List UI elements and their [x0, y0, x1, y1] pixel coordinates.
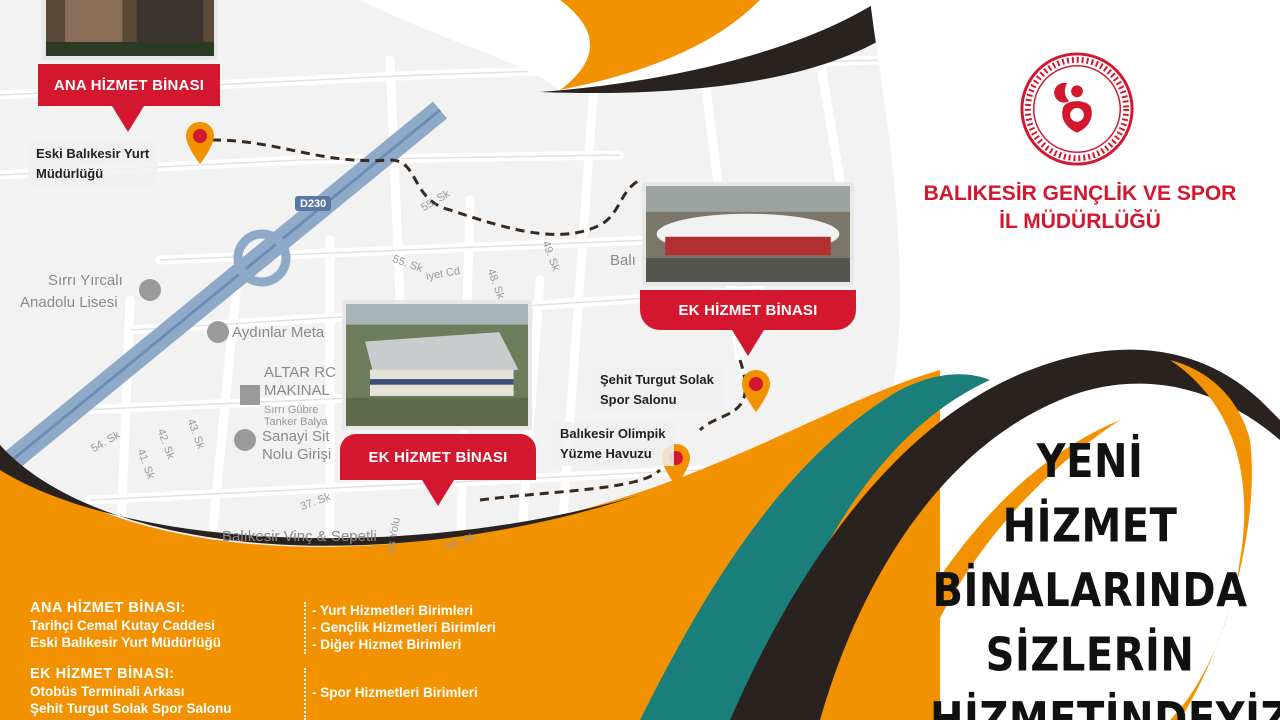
- map-place-label: ALTAR RC: [264, 364, 336, 381]
- map-place-label: Sanayi Sit: [262, 428, 330, 445]
- info-ana-hizmet: ANA HİZMET BİNASI: Tarihçi Cemal Kutay C…: [30, 600, 221, 651]
- info-divider: [304, 668, 306, 720]
- info-ana-address: Eski Balıkesir Yurt Müdürlüğü: [30, 635, 222, 650]
- info-ek-units: - Spor Hizmetleri Birimleri: [312, 684, 478, 701]
- map-place-label: Sırrı Gübre: [264, 404, 319, 416]
- map-place-label: Tanker Balya: [264, 416, 328, 428]
- location-label-line: Eski Balıkesir Yurt: [36, 146, 150, 161]
- headline-line: HİZMET: [1002, 500, 1178, 554]
- map-place-label: Balı: [610, 252, 636, 269]
- callout-ana-hizmet: ANA HİZMET BİNASI: [38, 64, 220, 106]
- location-label-line: Şehit Turgut Solak: [600, 372, 714, 387]
- organization-name-line: İL MÜDÜRLÜĞÜ: [999, 210, 1161, 233]
- callout-tail-ek-right: [732, 330, 764, 356]
- callout-tail-ana: [112, 106, 144, 132]
- info-ana-address: Tarihçi Cemal Kutay Caddesi: [30, 618, 216, 633]
- map-place-label: Nolu Girişi: [262, 446, 332, 463]
- map-place-label: MAKINAL: [264, 382, 330, 399]
- location-label-line: Balıkesir Olimpik: [560, 426, 666, 441]
- info-unit: - Yurt Hizmetleri Birimleri: [312, 603, 474, 618]
- location-label-line: Spor Salonu: [600, 392, 677, 407]
- info-ek-address: Şehit Turgut Solak Spor Salonu: [30, 701, 232, 716]
- info-ek-title: EK HİZMET BİNASI:: [30, 666, 175, 682]
- location-label-yurt: Eski Balıkesir Yurt Müdürlüğü: [28, 142, 158, 186]
- info-ana-units: - Yurt Hizmetleri Birimleri - Gençlik Hi…: [312, 602, 496, 653]
- info-unit: - Spor Hizmetleri Birimleri: [312, 685, 478, 700]
- map-place-label: Aydınlar Meta: [232, 324, 325, 341]
- headline-line: BİNALARINDA: [932, 564, 1248, 618]
- location-label-salon: Şehit Turgut Solak Spor Salonu: [592, 368, 722, 412]
- callout-ek-hizmet-center: EK HİZMET BİNASI: [340, 434, 536, 480]
- photo-ek-hizmet-right: [642, 182, 854, 286]
- info-unit: - Gençlik Hizmetleri Birimleri: [312, 620, 496, 635]
- map-place-label: Balıkesir Vinç & Sepetli: [222, 528, 377, 545]
- location-label-line: Yüzme Havuzu: [560, 446, 652, 461]
- map-pin-icon: [186, 122, 214, 164]
- callout-ek-hizmet-right: EK HİZMET BİNASI: [640, 290, 856, 330]
- location-label-havuz: Balıkesir Olimpik Yüzme Havuzu: [552, 422, 674, 466]
- headline-line: HİZMETİNDEYİZ: [930, 693, 1280, 720]
- callout-tail-ek-center: [422, 480, 454, 506]
- map-pin-icon: [742, 370, 770, 412]
- info-divider: [304, 602, 306, 654]
- map-place-label: Sırrı Yırcalı: [48, 272, 123, 289]
- info-ek-address: Otobüs Terminali Arkası: [30, 684, 185, 699]
- info-unit: - Diğer Hizmet Birimleri: [312, 637, 462, 652]
- info-ek-hizmet: EK HİZMET BİNASI: Otobüs Terminali Arkas…: [30, 666, 232, 717]
- organization-name-line: BALIKESİR GENÇLİK VE SPOR: [923, 182, 1237, 205]
- info-ana-title: ANA HİZMET BİNASI:: [30, 600, 186, 616]
- map-place-label: Anadolu Lisesi: [20, 294, 118, 311]
- photo-ek-hizmet-center: [342, 300, 532, 430]
- headline: YENİ HİZMET BİNALARINDA SİZLERİN HİZMETİ…: [930, 430, 1280, 720]
- headline-line: YENİ: [1036, 435, 1144, 489]
- photo-ana-hizmet: [42, 0, 218, 60]
- ministry-logo: [1020, 52, 1134, 166]
- location-label-line: Müdürlüğü: [36, 166, 104, 181]
- road-label: D230: [300, 198, 327, 210]
- organization-name: BALIKESİR GENÇLİK VE SPOR İL MÜDÜRLÜĞÜ: [905, 180, 1255, 236]
- headline-line: SİZLERİN: [985, 628, 1195, 682]
